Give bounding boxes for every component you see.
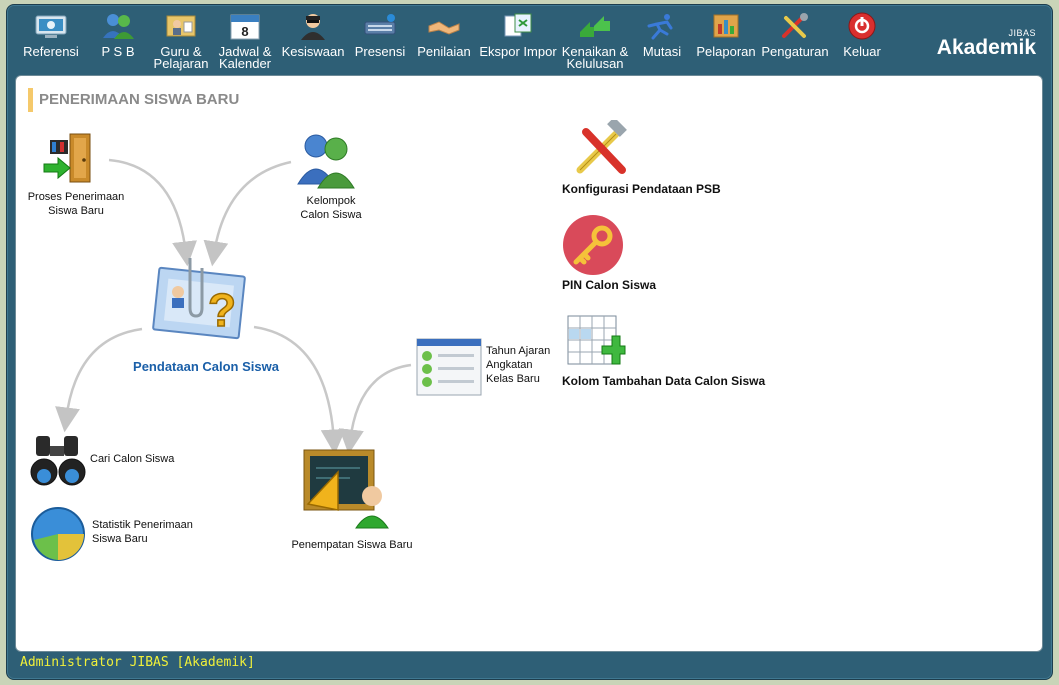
calendar-number: 8	[241, 24, 248, 39]
node-penempatan-siswa-baru[interactable]: Penempatan Siswa Baru	[286, 448, 416, 558]
menu-mutasi[interactable]: Mutasi	[634, 6, 690, 72]
menu-kenaikan[interactable]: Kenaikan & Kelulusan	[560, 6, 630, 72]
menu-jadwal[interactable]: 8 Jadwal & Kalender	[214, 6, 276, 72]
node-konfigurasi-pendataan[interactable]: Konfigurasi Pendataan PSB	[562, 120, 802, 202]
menu-label: Jadwal & Kalender	[218, 44, 272, 71]
node-pin-calon-siswa[interactable]: PIN Calon Siswa	[562, 214, 762, 296]
brand-small: JIBAS	[1008, 28, 1036, 38]
top-menu: Referensi P S B Guru & Pelajaran 8 Jadwa…	[10, 6, 1050, 72]
door-entry-icon	[43, 133, 91, 183]
node-label[interactable]: Pendataan Calon Siswa	[133, 359, 279, 374]
node-cari-calon-siswa[interactable]: Cari Calon Siswa	[30, 432, 190, 496]
menu-label: Penilaian	[417, 44, 471, 59]
page-title: PENERIMAAN SISWA BARU	[28, 88, 239, 112]
menu-guru[interactable]: Guru & Pelajaran	[150, 6, 212, 72]
handshake-icon	[428, 21, 460, 35]
promotion-arrows-icon	[580, 16, 610, 37]
menu-label: Kesiswaan	[281, 44, 345, 59]
teacher-icon	[166, 15, 196, 37]
menu-label: Pengaturan	[761, 44, 829, 59]
menu-label: Kenaikan & Kelulusan	[561, 44, 629, 71]
content-panel: PENERIMAAN SISWA BARU Proses Penerimaan …	[15, 75, 1043, 652]
brand-name: Akademik	[936, 36, 1036, 59]
tools-icon	[576, 120, 627, 174]
tools-icon	[782, 13, 808, 38]
node-label: Konfigurasi Pendataan PSB	[562, 182, 721, 196]
node-proses-penerimaan[interactable]: Proses Penerimaan Siswa Baru	[26, 130, 156, 220]
node-label: Kelompok Calon Siswa	[300, 195, 362, 221]
node-label: Cari Calon Siswa	[90, 453, 175, 465]
menu-label: Referensi	[23, 44, 79, 59]
app-brand: JIBAS Akademik	[937, 28, 1036, 58]
menu-pengaturan[interactable]: Pengaturan	[758, 6, 832, 72]
menu-kesiswaan[interactable]: Kesiswaan	[278, 6, 348, 72]
node-label: PIN Calon Siswa	[562, 278, 657, 292]
menu-label: Mutasi	[642, 44, 682, 59]
node-label: Statistik Penerimaan Siswa Baru	[92, 519, 193, 545]
report-icon	[713, 14, 739, 38]
export-import-icon	[504, 13, 532, 37]
monitor-icon	[35, 15, 67, 38]
status-bar-text: Administrator JIBAS [Akademik]	[20, 655, 255, 670]
menu-psb[interactable]: P S B	[88, 6, 148, 72]
node-pendataan-calon-siswa[interactable]: ? Pendataan Calon Siswa	[126, 254, 286, 378]
svg-text:?: ?	[208, 284, 236, 336]
calendar-icon: 8	[230, 14, 260, 40]
keyboard-icon	[364, 14, 396, 35]
arrow-tahun-to-penempatan	[339, 363, 412, 455]
node-kolom-tambahan[interactable]: Kolom Tambahan Data Calon Siswa	[562, 314, 822, 392]
menu-label: Presensi	[354, 44, 406, 59]
classroom-board-icon	[303, 449, 389, 529]
node-label: Proses Penerimaan Siswa Baru	[27, 191, 125, 217]
key-icon	[563, 215, 623, 275]
menu-pelaporan[interactable]: Pelaporan	[694, 6, 758, 72]
power-icon	[848, 12, 876, 40]
menu-label: Pelaporan	[696, 44, 756, 59]
node-tahun-ajaran[interactable]: Tahun Ajaran Angkatan Kelas Baru	[416, 338, 556, 398]
node-label: Tahun Ajaran Angkatan Kelas Baru	[486, 345, 551, 385]
node-label: Kolom Tambahan Data Calon Siswa	[562, 374, 766, 388]
menu-presensi[interactable]: Presensi	[350, 6, 410, 72]
checklist-icon	[416, 338, 482, 396]
node-statistik-penerimaan[interactable]: Statistik Penerimaan Siswa Baru	[30, 504, 200, 568]
users-group-icon	[297, 134, 355, 189]
menu-label: Ekspor Impor	[479, 44, 557, 59]
menu-keluar[interactable]: Keluar	[834, 6, 890, 72]
menu-penilaian[interactable]: Penilaian	[412, 6, 476, 72]
binoculars-icon	[30, 436, 86, 486]
paperclip-question-icon: ?	[152, 258, 246, 340]
menu-referensi[interactable]: Referensi	[16, 6, 86, 72]
menu-ekspor[interactable]: Ekspor Impor	[478, 6, 558, 72]
menu-label: P S B	[101, 44, 135, 59]
arrow-kelompok-to-pendataan	[203, 160, 292, 267]
users-icon	[103, 14, 134, 39]
node-label: Penempatan Siswa Baru	[291, 539, 413, 551]
pie-chart-icon	[31, 507, 85, 561]
menu-label: Keluar	[843, 44, 881, 59]
node-kelompok-calon-siswa[interactable]: Kelompok Calon Siswa	[286, 132, 386, 222]
menu-label: Guru & Pelajaran	[153, 44, 209, 71]
student-icon	[301, 14, 325, 40]
grid-add-icon	[567, 315, 626, 365]
runner-icon	[647, 14, 673, 40]
